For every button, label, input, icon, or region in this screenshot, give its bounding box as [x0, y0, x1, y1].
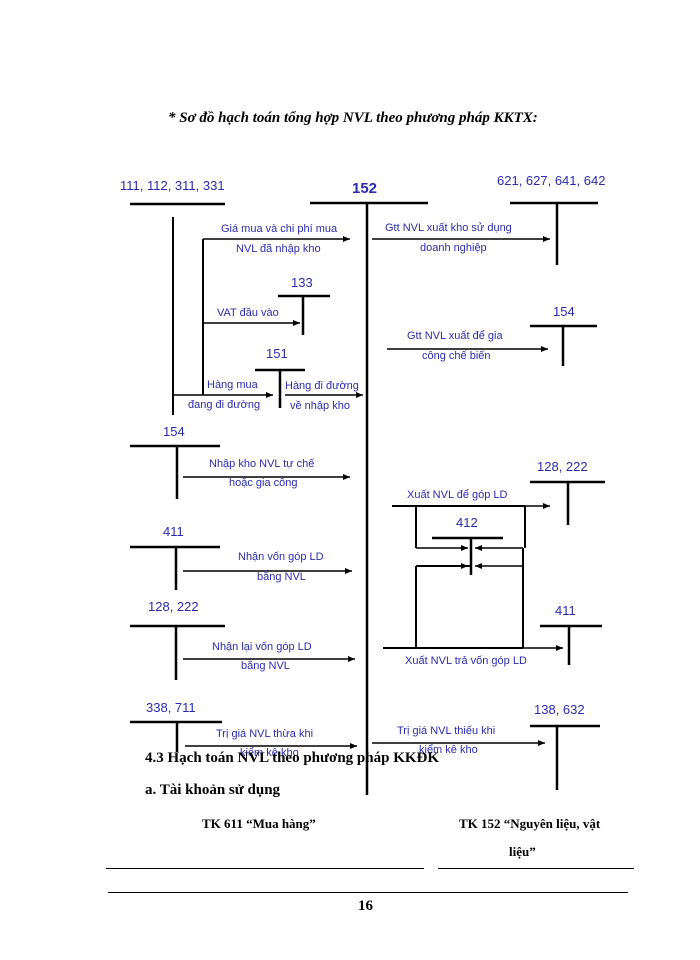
account-152: 152	[352, 180, 377, 197]
label-nhan-von-2: bằng NVL	[257, 570, 306, 583]
label-hang-di-1: Hàng đi đường	[285, 380, 359, 392]
label-nhan-lai-2: bằng NVL	[241, 659, 290, 672]
label-hang-di-2: về nhập kho	[290, 400, 350, 412]
account-128-right: 128, 222	[537, 459, 588, 474]
label-hang-mua-2: đang đi đường	[188, 399, 260, 411]
account-411-left: 411	[163, 524, 184, 539]
label-gtt-gia-cong-1: Gtt NVL xuất để gia	[407, 330, 503, 342]
label-gia-mua-1: Giá mua và chi phí mua	[221, 223, 338, 235]
accounting-diagram: 111, 112, 311, 331 152 621, 627, 641, 64…	[120, 173, 605, 795]
label-xuat-gop: Xuất NVL để góp LD	[407, 489, 508, 501]
label-nhap-tu-che-2: hoặc gia công	[229, 477, 298, 489]
label-xuat-tra: Xuất NVL trả vốn góp LD	[405, 655, 527, 667]
footer-rule	[108, 892, 628, 893]
page-number: 16	[358, 898, 373, 914]
section-title: 4.3 Hạch toán NVL theo phương pháp KKĐK	[145, 750, 440, 766]
label-gia-mua-2: NVL đã nhập kho	[236, 243, 321, 255]
label-tri-gia-thieu-2: kiểm kê kho	[419, 744, 478, 756]
account-412: 412	[456, 515, 478, 530]
diagram-heading: * Sơ đồ hạch toán tổng hợp NVL theo phươ…	[168, 110, 538, 126]
label-gtt-xuat-1: Gtt NVL xuất kho sử dụng	[385, 222, 512, 234]
label-nhan-von-1: Nhận vốn góp LD	[238, 551, 324, 563]
label-gtt-xuat-2: doanh nghiệp	[420, 242, 487, 254]
label-hang-mua-1: Hàng mua	[207, 379, 259, 391]
label-gtt-gia-cong-2: công chế biến	[422, 350, 491, 362]
subsection-title: a. Tài khoản sử dụng	[145, 782, 281, 798]
account-338: 338, 711	[146, 700, 196, 715]
account-151: 151	[266, 346, 288, 361]
tk152-title-line1: TK 152 “Nguyên liệu, vật	[459, 816, 601, 831]
account-128-left: 128, 222	[148, 599, 199, 614]
account-411-right: 411	[555, 603, 576, 618]
label-tri-gia-thieu-1: Trị giá NVL thiếu khi	[397, 725, 495, 737]
account-154-left: 154	[163, 424, 185, 439]
account-111: 111, 112, 311, 331	[120, 178, 225, 193]
label-vat: VAT đầu vào	[217, 307, 279, 319]
tk152-title-line2: liệu”	[509, 844, 536, 859]
tk611-rule	[106, 868, 424, 869]
tk611-title: TK 611 “Mua hàng”	[202, 816, 316, 831]
account-154-right: 154	[553, 304, 575, 319]
account-133: 133	[291, 275, 313, 290]
account-138: 138, 632	[534, 702, 585, 717]
label-nhap-tu-che-1: Nhập kho NVL tự chế	[209, 458, 314, 470]
tk152-rule	[438, 868, 634, 869]
label-nhan-lai-1: Nhận lại vốn góp LD	[212, 641, 312, 653]
label-tri-gia-thua-2: kiểm kê kho	[240, 747, 299, 759]
label-tri-gia-thua-1: Trị giá NVL thừa khi	[216, 728, 313, 740]
account-621: 621, 627, 641, 642	[497, 173, 605, 188]
